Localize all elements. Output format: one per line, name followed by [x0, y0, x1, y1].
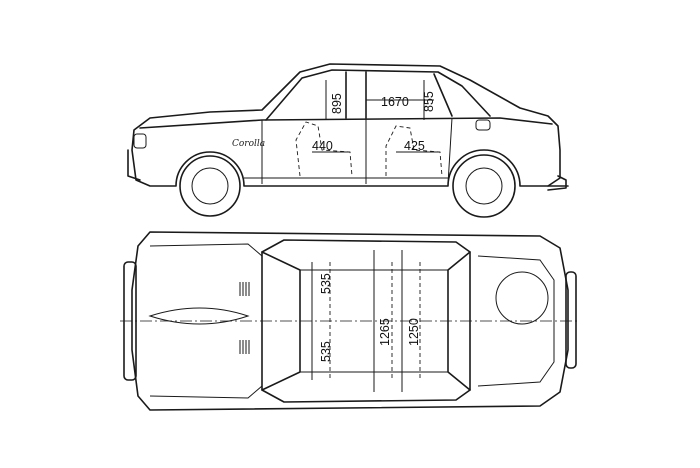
top-roof — [299, 269, 449, 373]
side-view: Corolla 895 1670 855 440 425 — [127, 63, 569, 218]
side-c-pillar — [433, 73, 453, 117]
top-rear-bumper — [565, 271, 577, 369]
top-trunk-lid — [477, 255, 555, 387]
side-fuel-cap — [475, 119, 491, 131]
dim-headroom-front: 895 — [330, 93, 344, 114]
top-view: 535 535 1265 1250 — [120, 231, 580, 411]
dim-width-front: 1265 — [378, 318, 392, 346]
side-window-frame — [265, 69, 491, 121]
side-front-hub — [191, 167, 229, 205]
dim-width-rear: 1250 — [407, 318, 421, 346]
top-hood-crease — [148, 307, 250, 325]
top-vents-lower — [239, 340, 250, 354]
side-rear-bumper — [547, 175, 567, 191]
side-badge: Corolla — [232, 139, 265, 149]
side-rear-hub — [465, 167, 503, 205]
top-vents-upper — [239, 282, 250, 296]
dim-legroom-rear: 425 — [404, 139, 425, 153]
side-front-wheel — [179, 155, 241, 217]
dim-legroom-front: 440 — [312, 139, 333, 153]
dim-headroom-rear: 855 — [422, 91, 436, 112]
side-front-bumper — [127, 149, 141, 181]
dim-cabin-length: 1670 — [381, 95, 409, 109]
side-rear-wheel — [452, 154, 516, 218]
dim-seat-width-rear: 535 — [319, 341, 333, 362]
side-body-outline — [131, 63, 561, 187]
side-belt-line — [139, 117, 553, 129]
side-rear-door-edge — [447, 117, 453, 185]
dim-seat-width-front: 535 — [319, 273, 333, 294]
side-headlight — [133, 133, 147, 149]
top-trunk-spare — [495, 271, 549, 325]
top-body-outline — [131, 231, 569, 411]
